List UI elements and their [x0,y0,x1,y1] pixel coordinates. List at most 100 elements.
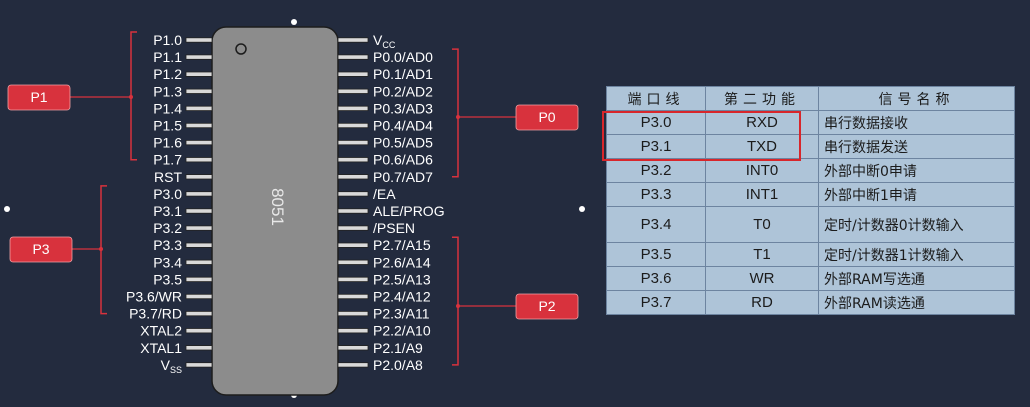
table-row: P3.3 INT1 外部中断1申请 [606,182,1015,207]
connector-dot [99,247,103,251]
port-button-label: P2 [538,298,555,314]
pin-label: P3.2 [153,220,182,236]
pin-lead [185,71,213,77]
port-bracket [452,48,459,178]
pin-label: P3.7/RD [129,306,182,322]
pin-lead [337,88,369,94]
port-button-p2[interactable]: P2 [515,293,579,320]
pin-label: P1.2 [153,66,182,82]
cell-function: INT0 [705,158,819,183]
selection-handle[interactable] [4,206,10,212]
signal-table: 端口线 第二功能 信号名称 P3.0 RXD 串行数据接收 P3.1 TXD 串… [606,86,1015,315]
pin-lead [337,122,369,129]
pin-lead [337,310,369,317]
pin-label: P1.0 [153,32,182,48]
pin-label: P2.6/A14 [373,254,431,270]
cell-signal: 定时/计数器0计数输入 [818,206,1015,243]
pin-lead [185,310,213,317]
table-row: P3.4 T0 定时/计数器0计数输入 [606,206,1015,243]
pin-label: P1.5 [153,118,182,134]
pin-lead [185,105,213,111]
cell-port: P3.6 [606,266,706,291]
pin-label: P0.4/AD4 [373,118,433,134]
port-button-label: P1 [30,89,47,105]
selection-handle[interactable] [291,19,297,25]
pin-lead [185,259,213,265]
pin-lead [337,242,369,248]
port-button-bg[interactable] [515,104,579,131]
pin-label: P1.7 [153,152,182,168]
cell-function: T0 [705,206,819,243]
header-signal-name: 信号名称 [818,86,1015,111]
pin-label: P0.6/AD6 [373,152,433,168]
pin-label: P1.6 [153,135,182,151]
pin-lead [185,208,213,214]
port-button-bg[interactable] [515,293,579,320]
pin-label: ALE/PROG [373,203,445,219]
chip-label: 8051 [268,188,287,226]
cell-port: P3.1 [606,134,706,159]
cell-function: INT1 [705,182,819,207]
pin-lead [337,139,369,146]
cell-function: RD [705,290,819,315]
pin-lead [185,328,213,334]
pin-lead [185,225,213,231]
cell-signal: 串行数据接收 [818,110,1015,135]
pin-label: P0.3/AD3 [373,100,433,116]
pin1-notch [235,43,247,55]
port-brackets [70,31,516,366]
pin-lead [185,157,213,163]
pin-label: RST [154,169,182,185]
pin-lead [337,293,369,300]
pin-label: P0.1/AD1 [373,66,433,82]
pin-lead [337,191,369,197]
port-button-bg[interactable] [9,236,73,263]
port-bracket [452,236,459,366]
pin-lead [185,242,213,248]
port-button-p1[interactable]: P1 [7,84,71,111]
pin-lead [337,174,369,180]
port-button-p0[interactable]: P0 [515,104,579,131]
pin-lead [337,105,369,111]
cell-port: P3.7 [606,290,706,315]
cell-signal: 外部RAM写选通 [818,266,1015,291]
pin-label: P3.0 [153,186,182,202]
table-row: P3.5 T1 定时/计数器1计数输入 [606,242,1015,267]
port-button-bg[interactable] [7,84,71,111]
pin-label: P1.4 [153,100,182,116]
connector-dot [129,95,133,99]
pin-label: XTAL1 [140,340,182,356]
cell-signal: 外部RAM读选通 [818,290,1015,315]
pin-label: P2.5/A13 [373,271,431,287]
pin-label: P2.2/A10 [373,323,431,339]
pin-label: P1.3 [153,83,182,99]
table-row: P3.1 TXD 串行数据发送 [606,134,1015,159]
pin-lead [337,276,369,283]
port-button-label: P0 [538,109,555,125]
pin-lead [185,88,213,94]
pin-label: VCC [373,32,396,50]
pin-label: P2.3/A11 [373,306,430,322]
pin-label: XTAL2 [140,323,182,339]
header-port-line: 端口线 [606,86,706,111]
pin-label: P2.7/A15 [373,237,431,253]
cell-port: P3.4 [606,206,706,243]
pin-lead [185,345,213,351]
pin-lead [185,37,213,43]
cell-port: P3.2 [606,158,706,183]
pin-label: P0.0/AD0 [373,49,433,65]
port-button-p3[interactable]: P3 [9,236,73,263]
pin-lead [337,208,369,214]
table-row: P3.0 RXD 串行数据接收 [606,110,1015,135]
cell-port: P3.3 [606,182,706,207]
port-button-label: P3 [32,241,49,257]
connector-dot [456,115,460,119]
pin-lead [185,54,213,60]
selection-handle[interactable] [579,206,585,212]
table-row: P3.2 INT0 外部中断0申请 [606,158,1015,183]
cell-function: TXD [705,134,819,159]
pin-label: P2.1/A9 [373,340,423,356]
pin-lead [185,191,213,197]
